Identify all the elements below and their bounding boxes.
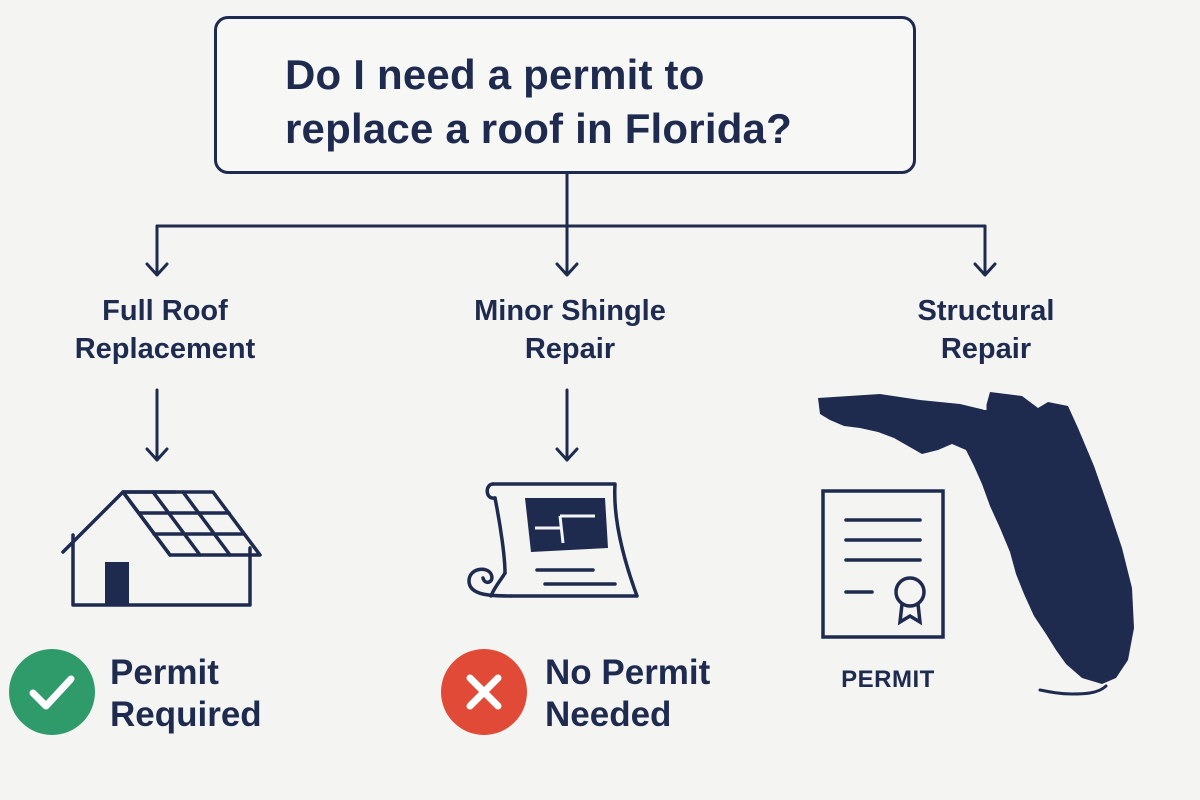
question-line-2: replace a roof in Florida? (285, 105, 792, 152)
status-text-line: Required (110, 695, 262, 734)
status-no-permit-needed: No Permit Needed (545, 652, 710, 736)
florida-map-icon (818, 390, 1134, 696)
status-text-line: No Permit (545, 653, 711, 692)
arrowhead-right-top (973, 262, 997, 277)
house-with-solar-roof-icon (61, 490, 262, 607)
blueprint-scroll-icon (467, 482, 639, 598)
branch-label-line: Repair (524, 333, 616, 365)
permit-certificate-icon (821, 489, 945, 639)
branch-label-line: Minor Shingle (474, 295, 666, 327)
status-permit-required: Permit Required (110, 652, 262, 736)
branch-label-line: Replacement (74, 333, 256, 365)
branch-label-line: Repair (940, 333, 1032, 365)
branch-label-line: Structural (917, 295, 1055, 327)
arrowhead-mid-top (555, 262, 579, 277)
arrowhead-left-lower (145, 447, 169, 462)
branch-label-minor-shingle-repair: Minor Shingle Repair (440, 292, 700, 368)
branch-label-line: Full Roof (102, 295, 228, 327)
x-mark-icon (441, 649, 527, 735)
permit-caption: PERMIT (841, 666, 935, 693)
status-text-line: Permit (110, 653, 219, 692)
checkmark-icon (9, 649, 95, 735)
arrowhead-left-top (145, 262, 169, 277)
question-box: Do I need a permit to replace a roof in … (214, 16, 916, 174)
branch-label-full-roof-replacement: Full Roof Replacement (35, 292, 295, 368)
branch-label-structural-repair: Structural Repair (856, 292, 1116, 368)
status-text-line: Needed (545, 695, 672, 734)
question-line-1: Do I need a permit to (285, 51, 705, 98)
arrowhead-mid-lower (555, 447, 579, 462)
